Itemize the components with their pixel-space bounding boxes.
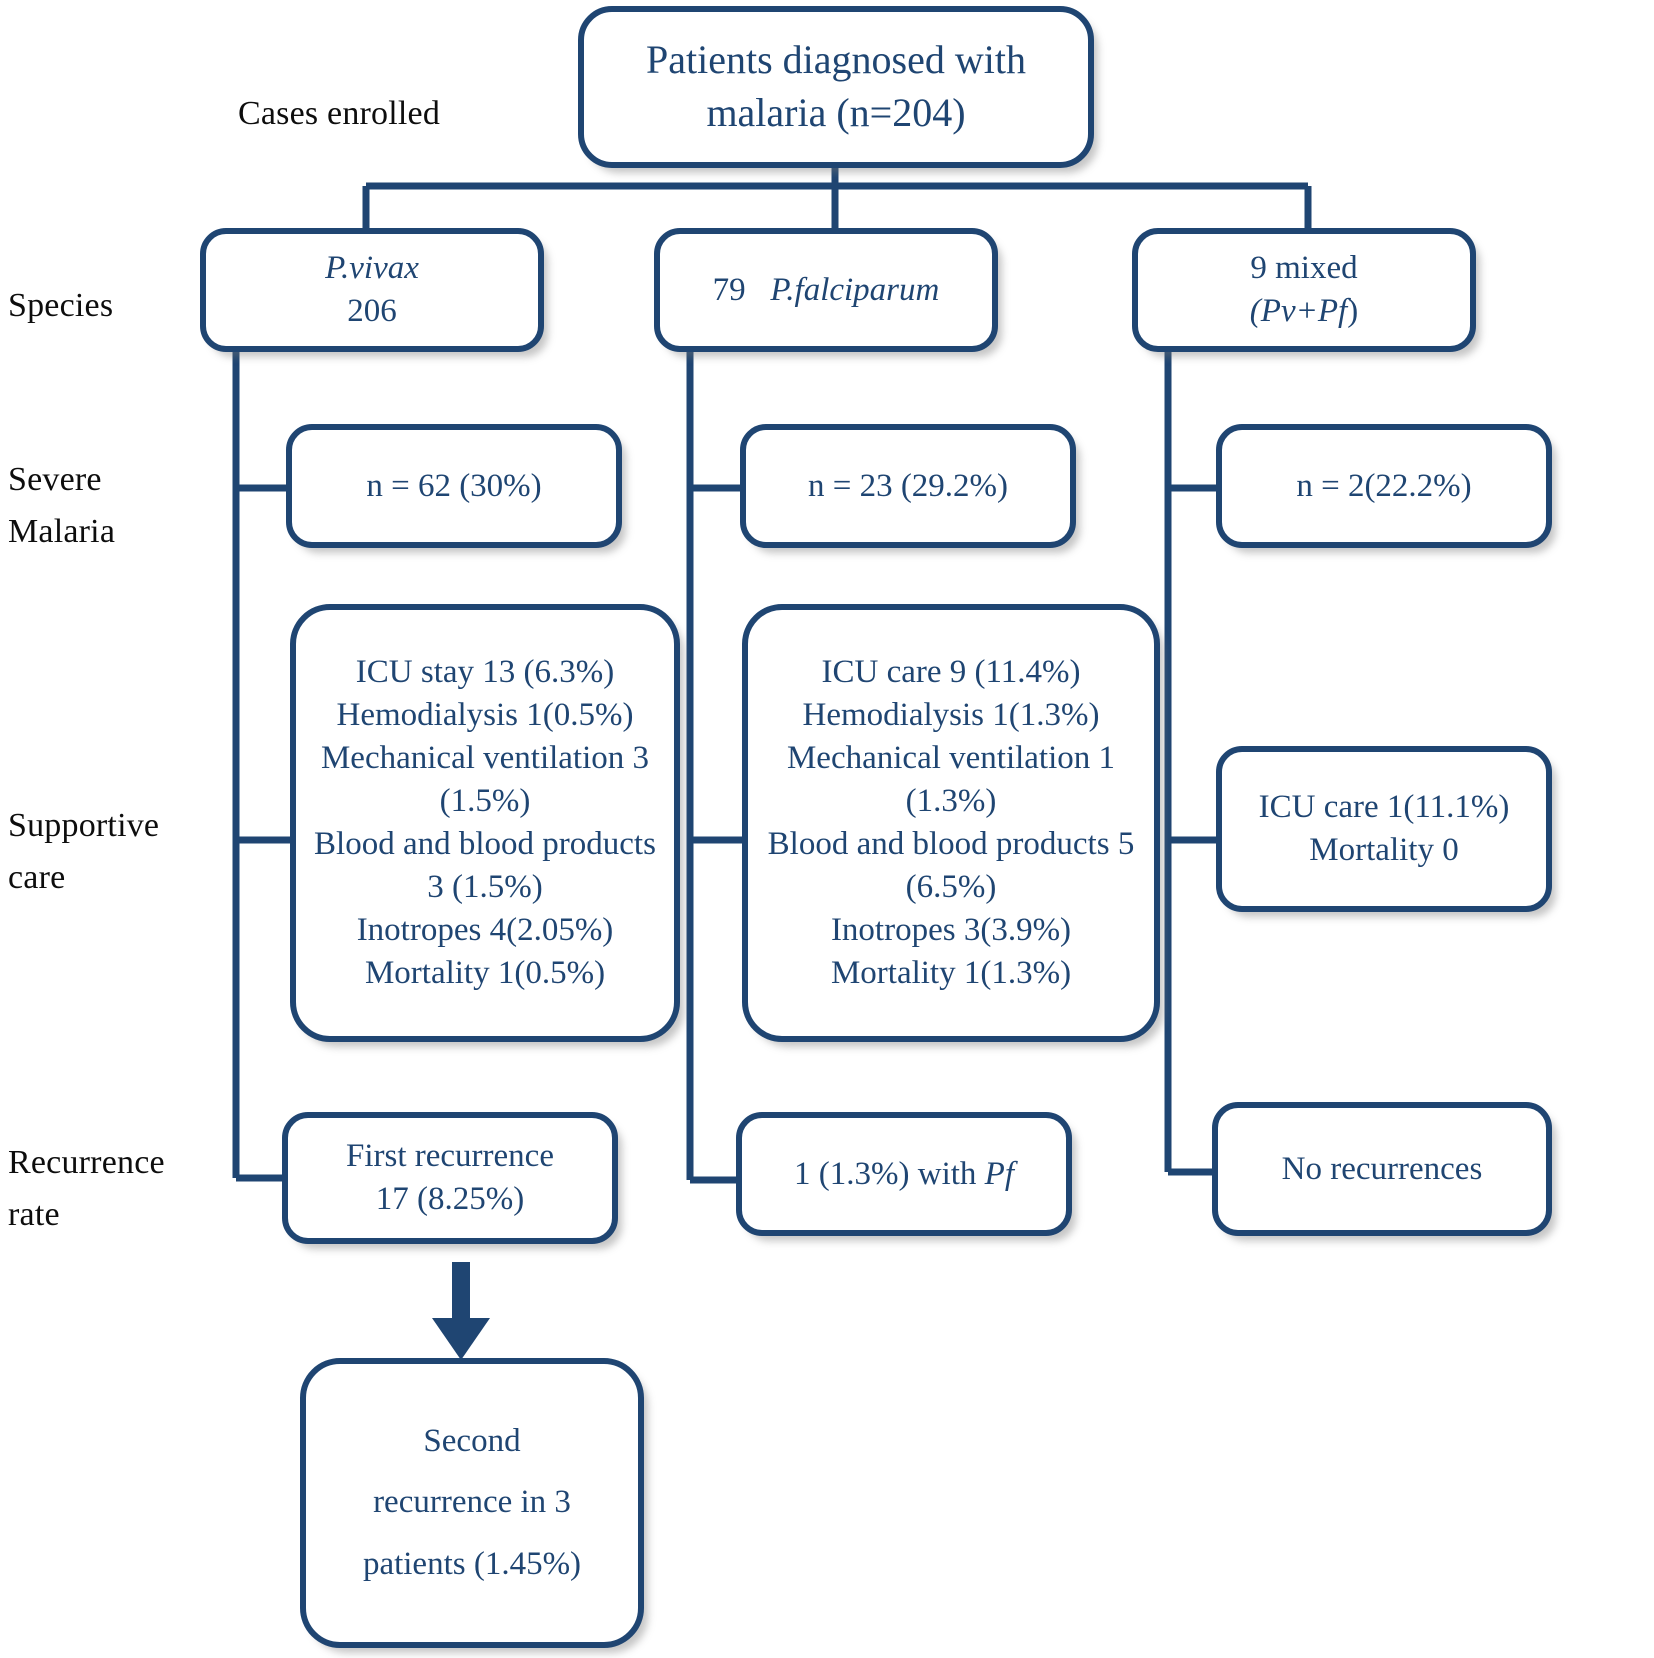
supportive-falciparum-item-3: Blood and blood products 5 (6.5%) [767, 826, 1135, 905]
supportive-vivax-item-1: Hemodialysis 1(0.5%) [336, 697, 634, 734]
species-name-vivax: P.vivax [325, 250, 419, 287]
supportive-falciparum-item-1: Hemodialysis 1(1.3%) [802, 697, 1100, 734]
supportive-vivax-item-5: Mortality 1(0.5%) [364, 954, 606, 991]
down-arrow-icon [432, 1262, 490, 1360]
species-mixed-line1: 9 mixed [1250, 250, 1358, 287]
supportive-vivax-item-2: Mechanical ventilation 3 (1.5%) [320, 740, 650, 820]
node-severe-falciparum[interactable]: n = 23 (29.2%) [740, 424, 1076, 548]
second-recurrence-line3: patients (1.45%) [362, 1545, 582, 1582]
severe-mixed-text: n = 2(22.2%) [1296, 467, 1472, 504]
node-species-falciparum[interactable]: 79 P.falciparum [654, 228, 998, 352]
supportive-falciparum-item-4: Inotropes 3(3.9%) [830, 911, 1072, 948]
row-label-species: Species [8, 287, 114, 324]
node-supportive-vivax[interactable]: ICU stay 13 (6.3%) Hemodialysis 1(0.5%) … [290, 604, 680, 1042]
species-count-vivax: 206 [347, 293, 397, 329]
severe-vivax-text: n = 62 (30%) [366, 467, 542, 504]
recurrence-falciparum-species: Pf [984, 1155, 1014, 1192]
recurrence-falciparum-text: 1 (1.3%) with [794, 1155, 985, 1192]
node-patients-diagnosed[interactable]: Patients diagnosed with malaria (n=204) [578, 6, 1094, 168]
node-severe-mixed[interactable]: n = 2(22.2%) [1216, 424, 1552, 548]
node-supportive-falciparum[interactable]: ICU care 9 (11.4%) Hemodialysis 1(1.3%) … [742, 604, 1160, 1042]
supportive-mixed-item-0: ICU care 1(11.1%) [1258, 789, 1510, 826]
row-label-recurrence-rate: Recurrence rate [8, 1144, 165, 1233]
row-label-supportive-care: Supportive care [8, 807, 160, 896]
supportive-falciparum-item-0: ICU care 9 (11.4%) [821, 654, 1081, 691]
node-species-vivax[interactable]: P.vivax 206 [200, 228, 544, 352]
node-supportive-mixed[interactable]: ICU care 1(11.1%) Mortality 0 [1216, 746, 1552, 912]
node-title-line1: Patients diagnosed with [646, 37, 1026, 83]
second-recurrence-line1: Second [423, 1423, 521, 1460]
node-second-recurrence[interactable]: Second recurrence in 3 patients (1.45%) [300, 1358, 644, 1648]
row-label-severe-malaria: Severe Malaria [8, 461, 116, 550]
severe-falciparum-text: n = 23 (29.2%) [807, 467, 1009, 504]
node-severe-vivax[interactable]: n = 62 (30%) [286, 424, 622, 548]
supportive-vivax-item-4: Inotropes 4(2.05%) [356, 911, 614, 948]
node-species-mixed[interactable]: 9 mixed (Pv+Pf) [1132, 228, 1476, 352]
supportive-falciparum-item-5: Mortality 1(1.3%) [830, 954, 1072, 991]
species-name-falciparum: P.falciparum [770, 271, 940, 308]
second-recurrence-line2: recurrence in 3 [373, 1484, 571, 1521]
node-recurrence-falciparum[interactable]: 1 (1.3%) with Pf [736, 1112, 1072, 1236]
node-title-line2: malaria (n=204) [706, 90, 966, 135]
supportive-vivax-item-3: Blood and blood products 3 (1.5%) [314, 826, 656, 905]
species-mixed-paren: ) [1347, 293, 1359, 329]
node-recurrence-vivax[interactable]: First recurrence 17 (8.25%) [282, 1112, 618, 1244]
supportive-vivax-item-0: ICU stay 13 (6.3%) [355, 654, 615, 691]
supportive-falciparum-item-2: Mechanical ventilation 1 (1.3%) [786, 740, 1116, 820]
recurrence-vivax-line2: 17 (8.25%) [375, 1181, 525, 1217]
species-mixed-line2: (Pv+Pf [1249, 293, 1348, 329]
caption-cases-enrolled: Cases enrolled [238, 95, 441, 132]
node-recurrence-mixed[interactable]: No recurrences [1212, 1102, 1552, 1236]
recurrence-vivax-line1: First recurrence [346, 1138, 554, 1175]
recurrence-mixed-text: No recurrences [1281, 1150, 1483, 1187]
species-count-falciparum: 79 [712, 271, 746, 308]
supportive-mixed-item-1: Mortality 0 [1309, 832, 1459, 868]
